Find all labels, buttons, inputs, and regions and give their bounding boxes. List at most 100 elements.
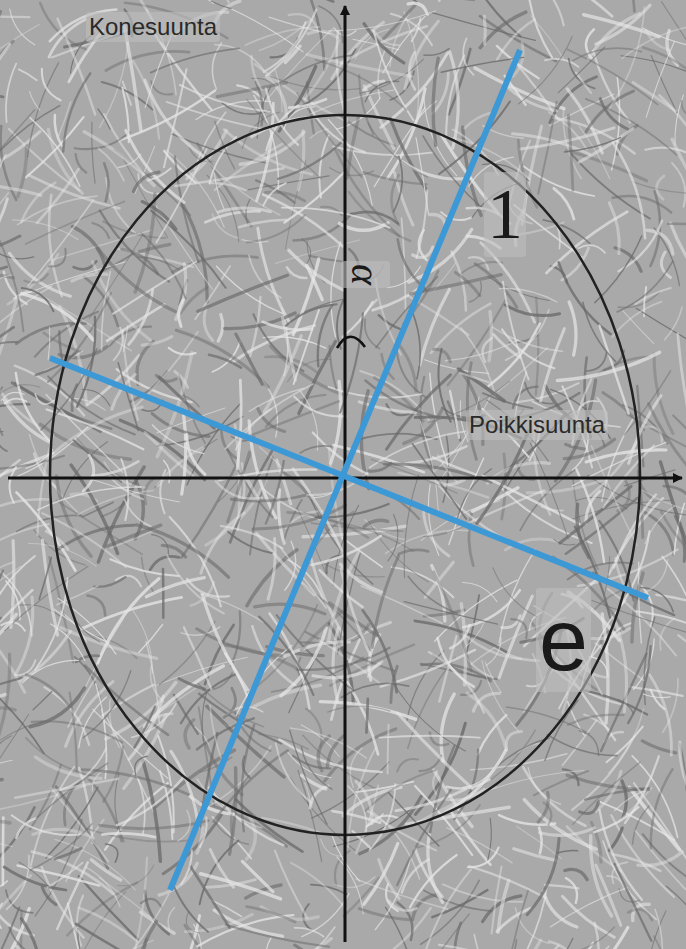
fibre: [0, 456, 64, 469]
fibre: [368, 662, 382, 677]
fibre: [245, 27, 319, 45]
fibre: [388, 515, 398, 561]
fibre: [42, 69, 61, 100]
fibre: [651, 769, 673, 848]
fibre: [337, 857, 363, 914]
fibre: [83, 389, 110, 405]
fibre: [46, 531, 68, 549]
fibre: [483, 476, 581, 525]
fibre: [359, 909, 408, 920]
fibre: [48, 327, 50, 360]
fibre: [409, 52, 415, 89]
fibre: [554, 188, 574, 219]
fibre: [98, 109, 110, 129]
fibre: [30, 824, 91, 870]
fibre: [77, 317, 95, 407]
fibre: [342, 538, 382, 568]
fibre: [568, 115, 573, 190]
fibre: [592, 600, 686, 633]
fibre: [5, 399, 27, 404]
fibre: [0, 275, 12, 299]
fibre: [0, 385, 40, 396]
fibre: [420, 289, 450, 365]
fibre: [239, 220, 287, 227]
fibre: [573, 48, 641, 60]
fibre: [97, 247, 175, 312]
fibre: [0, 327, 14, 381]
fibre: [408, 576, 457, 613]
fibre: [636, 831, 686, 889]
fibre: [606, 727, 642, 763]
fibre: [594, 807, 638, 832]
fibre: [202, 693, 206, 741]
fibre: [178, 810, 191, 841]
fibre: [527, 0, 552, 58]
fibre: [0, 16, 29, 17]
fibre: [388, 725, 389, 774]
fibre: [92, 479, 180, 502]
fibre: [148, 168, 171, 180]
fibre: [0, 236, 20, 259]
fibre: [179, 679, 205, 690]
fibre: [473, 693, 499, 711]
fibre: [430, 732, 448, 745]
fibre: [162, 569, 165, 618]
angle-symbol: α: [341, 261, 390, 288]
fibre: [437, 483, 520, 547]
fibre: [26, 450, 53, 469]
fibre: [16, 597, 33, 674]
fibre: [628, 646, 651, 723]
fibre: [0, 199, 7, 270]
fibre: [638, 852, 683, 866]
fibre: [17, 947, 50, 949]
fibre: [632, 182, 686, 194]
fibre: [83, 671, 131, 738]
fibre: [302, 239, 311, 265]
fibre: [426, 870, 471, 949]
fibre: [305, 40, 340, 99]
fibre: [424, 49, 449, 56]
fibre: [145, 80, 203, 156]
fibre: [124, 159, 168, 238]
fibre: [614, 618, 627, 712]
fibre: [15, 660, 35, 675]
fibre: [200, 841, 239, 905]
fibre: [632, 573, 643, 642]
fibre: [666, 886, 686, 949]
fibre: [364, 520, 388, 526]
fibre: [576, 497, 627, 509]
fibre: [498, 881, 509, 933]
fibre: [483, 393, 532, 408]
fibre: [58, 598, 116, 654]
fibre: [285, 642, 350, 657]
fibre: [94, 577, 125, 587]
fibre: [40, 3, 87, 50]
fibre: [310, 256, 344, 262]
fibre: [518, 938, 573, 949]
fibre: [644, 287, 646, 316]
fibre: [118, 865, 154, 886]
fibre: [210, 706, 222, 760]
fibre: [543, 220, 589, 243]
fibre: [422, 0, 474, 1]
fibre: [138, 257, 179, 270]
fibre: [609, 7, 644, 109]
fibre: [252, 117, 316, 136]
fibre: [0, 387, 3, 435]
fibre: [456, 273, 480, 296]
fibre: [0, 590, 32, 645]
fibre: [240, 132, 304, 164]
fibre: [499, 288, 557, 302]
fibre: [461, 328, 495, 396]
fibre: [596, 771, 621, 811]
fibre: [463, 590, 520, 627]
fibre: [0, 566, 21, 624]
fibre: [433, 457, 476, 474]
fibre: [672, 163, 685, 207]
fibre: [269, 17, 330, 34]
fibre: [341, 683, 408, 697]
fibre: [172, 882, 208, 932]
fibre: [474, 935, 512, 949]
fibre: [282, 208, 390, 228]
fibre: [198, 275, 288, 311]
